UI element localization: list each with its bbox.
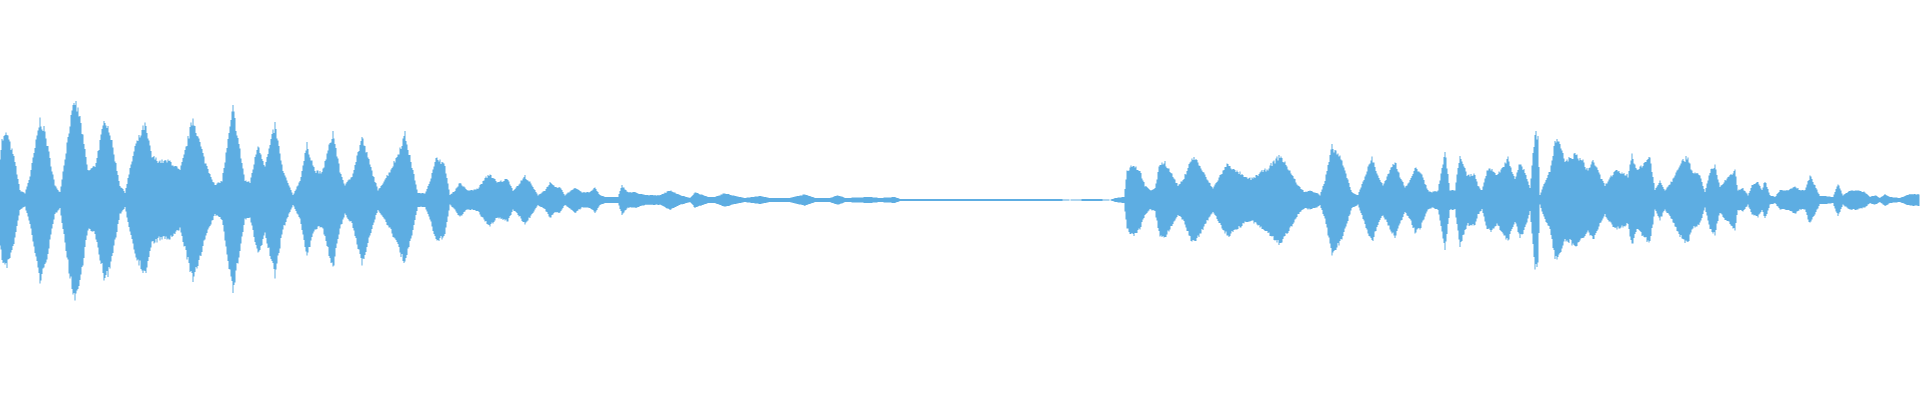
waveform-bars: [0, 100, 1920, 301]
waveform-path: [0, 100, 1920, 301]
